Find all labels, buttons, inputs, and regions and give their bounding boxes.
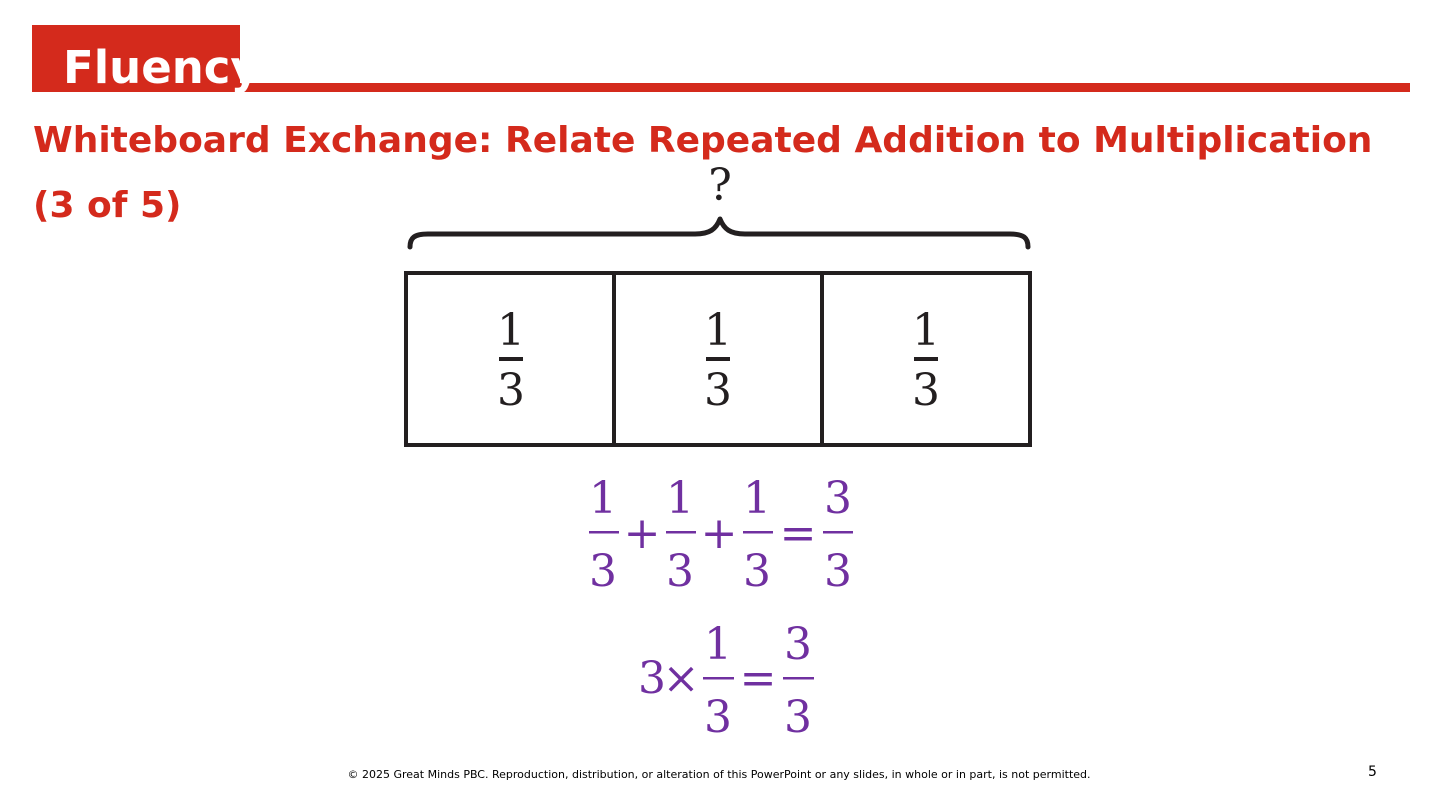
slide-title: Whiteboard Exchange: Relate Repeated Add…: [33, 120, 1373, 226]
fraction-numerator: 1: [666, 473, 694, 524]
fraction-bar: [823, 531, 853, 534]
fraction-denominator: 3: [743, 546, 771, 597]
fraction-bar: [666, 531, 696, 534]
fraction-denominator: 3: [589, 546, 617, 597]
equals-sign: =: [780, 508, 817, 559]
fraction-bar: [743, 531, 773, 534]
plus-sign: +: [624, 508, 661, 559]
fraction-bar: [914, 357, 938, 361]
fraction-numerator: 1: [912, 305, 940, 356]
tape-unknown-label: ?: [708, 160, 732, 211]
multiplication-equation: 3 × 1 3 = 3 3: [638, 619, 814, 743]
fraction-numerator: 3: [824, 473, 852, 524]
fraction-denominator: 3: [704, 692, 732, 743]
fraction-numerator: 1: [743, 473, 771, 524]
fraction-bar: [706, 357, 730, 361]
addition-equation: 1 3 + 1 3 + 1 3 = 3 3: [589, 473, 853, 597]
fraction-bar: [783, 677, 814, 680]
fraction-numerator: 1: [704, 619, 732, 670]
tape-part-fraction: 1 3: [497, 305, 525, 416]
fraction-numerator: 1: [497, 305, 525, 356]
fraction-denominator: 3: [666, 546, 694, 597]
page-number: 5: [1368, 764, 1377, 780]
tape-brace: [407, 216, 1031, 250]
fraction-denominator: 3: [912, 365, 940, 416]
fraction-bar: [499, 357, 523, 361]
tape-part-fraction: 1 3: [912, 305, 940, 416]
fraction-denominator: 3: [704, 365, 732, 416]
section-label: Fluency: [63, 41, 260, 94]
fraction-numerator: 1: [589, 473, 617, 524]
tape-box: [404, 271, 1032, 447]
fraction-numerator: 1: [704, 305, 732, 356]
fraction-bar: [703, 677, 734, 680]
fraction-numerator: 3: [784, 619, 812, 670]
fraction-denominator: 3: [784, 692, 812, 743]
whole-number-factor: 3: [638, 653, 666, 704]
plus-sign: +: [701, 508, 738, 559]
header-rule: [240, 83, 1410, 92]
tape-part-fraction: 1 3: [704, 305, 732, 416]
times-sign: ×: [663, 653, 700, 704]
header-tab: [32, 25, 240, 92]
copyright-footer: © 2025 Great Minds PBC. Reproduction, di…: [347, 768, 1091, 781]
equals-sign: =: [740, 653, 777, 704]
fraction-denominator: 3: [497, 365, 525, 416]
fraction-denominator: 3: [824, 546, 852, 597]
fraction-bar: [589, 531, 619, 534]
